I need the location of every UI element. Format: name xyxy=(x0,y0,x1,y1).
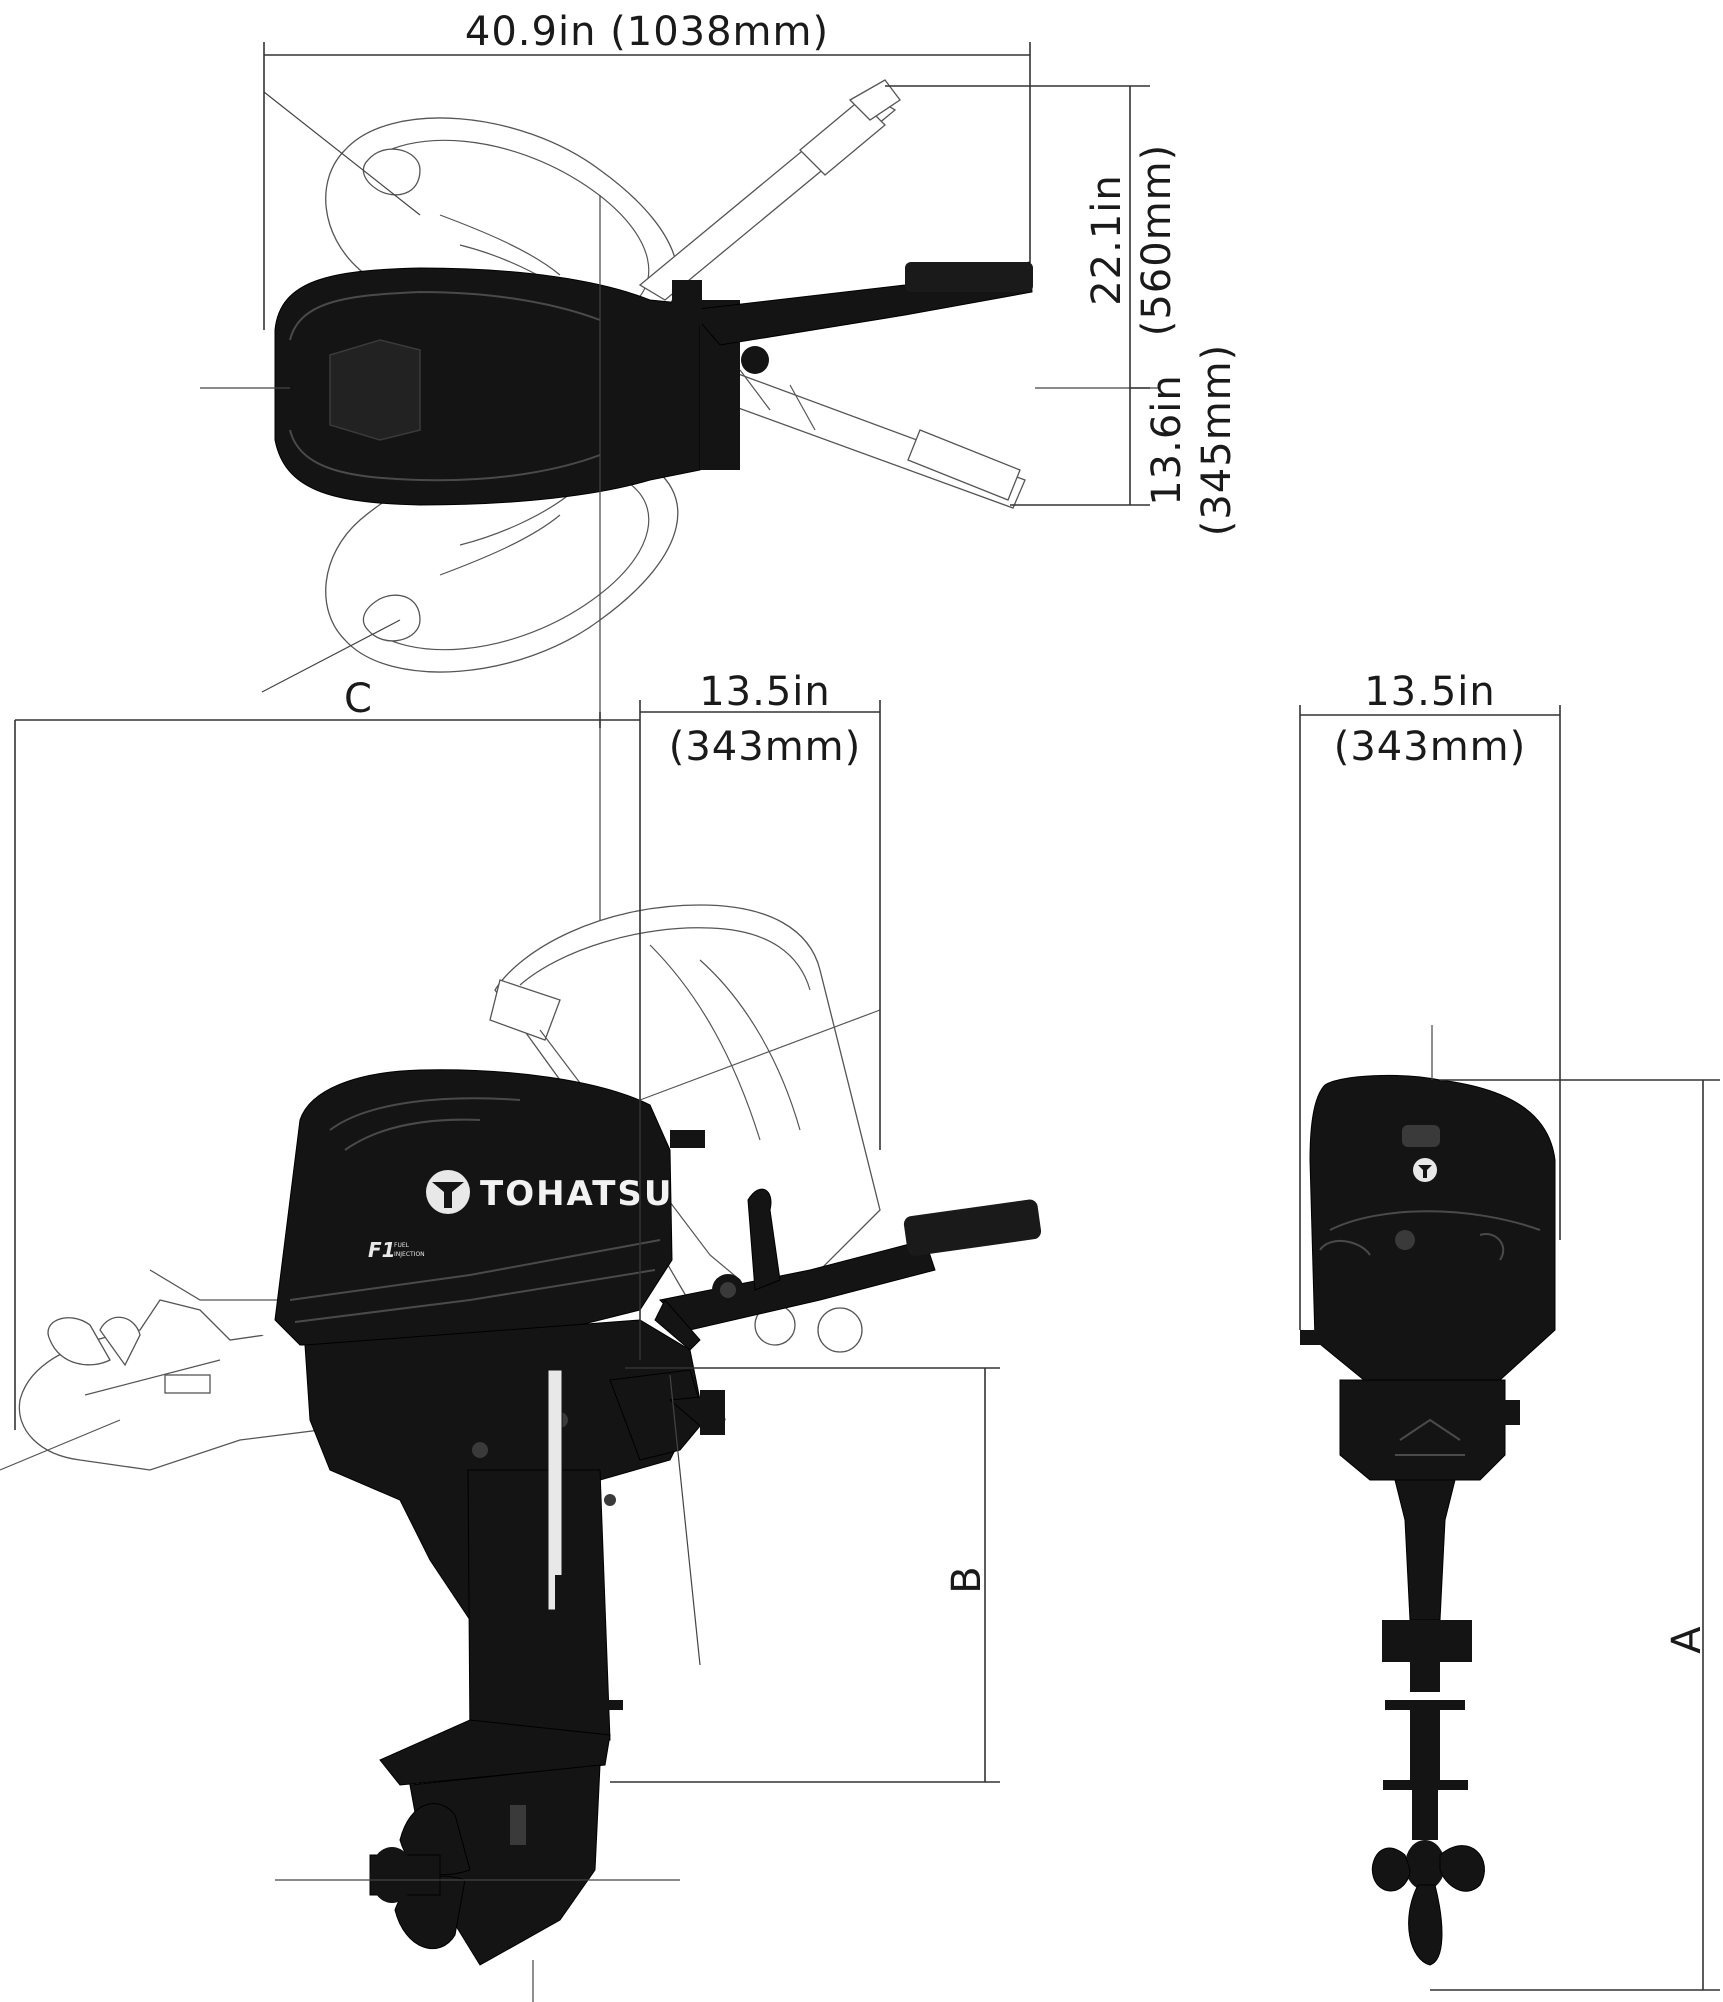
rear-width-metric: (343mm) xyxy=(1334,724,1527,770)
tohatsu-logo-text: TOHATSU xyxy=(480,1174,674,1214)
rear-width-imperial: 13.5in xyxy=(1364,669,1496,715)
side-depth-metric: (343mm) xyxy=(669,724,862,770)
dimension-rear-width: 13.5in (343mm) xyxy=(1299,669,1561,1330)
side-view: TOHATSU F1 FUEL INJECTION xyxy=(0,904,1042,2002)
tiller-swing-port-metric: (345mm) xyxy=(1194,344,1240,537)
tiller-swing-starboard-imperial: 22.1in xyxy=(1084,174,1130,306)
dimension-overall-length: 40.9in (1038mm) xyxy=(263,9,1031,330)
f1-badge-sub1: FUEL xyxy=(394,1242,410,1249)
side-view-engine: TOHATSU F1 FUEL INJECTION xyxy=(274,1069,1042,1966)
f1-badge: F1 FUEL INJECTION xyxy=(368,1238,425,1262)
top-view-engine xyxy=(274,261,1033,506)
dimension-b: B xyxy=(610,1367,1000,1783)
dimension-a: A xyxy=(1430,1079,1720,1991)
tiller-swing-starboard-metric: (560mm) xyxy=(1134,144,1180,337)
overall-length-label: 40.9in (1038mm) xyxy=(465,9,829,55)
label-b: B xyxy=(944,1566,990,1593)
side-view-ghost-tilted xyxy=(489,904,881,1353)
side-depth-imperial: 13.5in xyxy=(699,669,831,715)
top-view xyxy=(200,79,1160,1100)
f1-badge-sub2: INJECTION xyxy=(394,1251,425,1258)
tohatsu-logo: TOHATSU xyxy=(426,1170,674,1214)
dimension-side-depth: 13.5in (343mm) xyxy=(639,669,881,1360)
label-a: A xyxy=(1664,1626,1710,1654)
dimension-c: C xyxy=(14,676,640,1430)
rear-view xyxy=(1300,1025,1556,1966)
label-c: C xyxy=(344,676,372,722)
tiller-swing-port-imperial: 13.6in xyxy=(1144,374,1190,506)
dimension-tiller-swing: 22.1in (560mm) 13.6in (345mm) xyxy=(885,85,1240,537)
f1-badge-text: F1 xyxy=(368,1238,396,1262)
